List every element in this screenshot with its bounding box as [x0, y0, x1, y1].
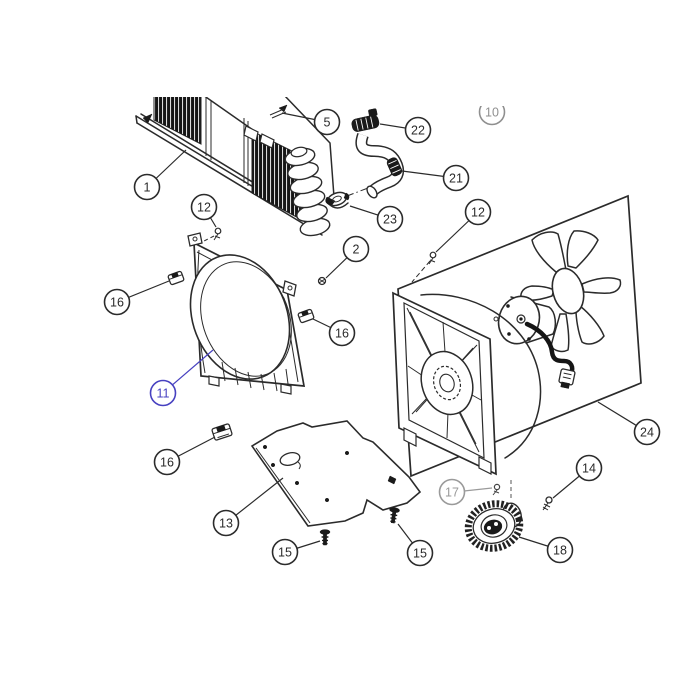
fan-shroud-drawing — [187, 232, 306, 395]
svg-text:15: 15 — [278, 546, 292, 560]
svg-text:12: 12 — [197, 201, 211, 215]
svg-text:1: 1 — [144, 181, 151, 195]
callout-13[interactable]: 13 — [212, 477, 284, 537]
screw-12-right-drawing — [411, 251, 437, 283]
radiator-cap-drawing — [325, 191, 350, 209]
upper-hose-drawing — [346, 108, 405, 199]
callout-1[interactable]: 1 — [133, 149, 187, 201]
svg-text:14: 14 — [582, 462, 596, 476]
callout-12-right[interactable]: 12 — [435, 198, 492, 253]
skid-plate-drawing — [250, 420, 422, 527]
callout-23[interactable]: 23 — [349, 205, 404, 233]
callout-16-left[interactable]: 16 — [103, 280, 170, 316]
svg-text:2: 2 — [353, 243, 360, 257]
callout-21[interactable]: 21 — [401, 164, 470, 192]
mounting-clip-left-drawing — [167, 270, 185, 286]
motor-wire-drawing — [524, 321, 576, 389]
radiator-tank-drawing — [284, 146, 331, 237]
callout-10[interactable]: 10 — [478, 100, 506, 126]
callout-11[interactable]: 11 — [149, 349, 214, 407]
svg-text:23: 23 — [383, 213, 397, 227]
fan-motor-drawing — [493, 295, 557, 345]
svg-text:13: 13 — [219, 517, 233, 531]
screw-12-left-drawing — [201, 227, 222, 243]
callout-15-right[interactable]: 15 — [397, 523, 434, 567]
mounting-clip-right-drawing — [297, 308, 315, 324]
shroud-dome-drawing — [420, 293, 542, 459]
hose-clamp-lower-drawing — [386, 157, 403, 177]
blower-wheel-drawing — [464, 500, 524, 552]
svg-text:16: 16 — [160, 456, 174, 470]
callout-22[interactable]: 22 — [379, 116, 432, 144]
callout-12-left[interactable]: 12 — [190, 193, 218, 228]
callout-16-bottom[interactable]: 16 — [153, 436, 216, 476]
callout-16-right[interactable]: 16 — [312, 318, 356, 347]
svg-text:17: 17 — [445, 486, 459, 500]
fan-blade-drawing — [520, 230, 622, 353]
screw-14-drawing — [542, 496, 553, 511]
svg-text:22: 22 — [411, 124, 425, 138]
callout-24[interactable]: 24 — [597, 401, 661, 446]
callout-2[interactable]: 2 — [325, 235, 370, 279]
svg-text:16: 16 — [335, 327, 349, 341]
svg-text:16: 16 — [110, 296, 124, 310]
svg-text:21: 21 — [449, 172, 463, 186]
callout-18[interactable]: 18 — [518, 536, 574, 564]
push-pin-right-drawing — [389, 507, 400, 524]
push-pin-left-drawing — [319, 529, 331, 546]
svg-text:10: 10 — [485, 106, 499, 120]
callout-17[interactable]: 17 — [438, 478, 493, 506]
radiator-drawing — [135, 97, 335, 237]
svg-text:24: 24 — [640, 426, 654, 440]
svg-text:15: 15 — [413, 547, 427, 561]
callout-5[interactable]: 5 — [281, 108, 341, 136]
svg-text:5: 5 — [324, 116, 331, 130]
svg-text:12: 12 — [471, 206, 485, 220]
nut-2-drawing — [317, 276, 327, 286]
callout-14[interactable]: 14 — [552, 454, 603, 499]
svg-text:11: 11 — [157, 387, 170, 401]
mounting-clip-bottom-drawing — [211, 423, 233, 441]
screw-17-drawing — [492, 480, 512, 499]
fan-frame-drawing — [392, 291, 497, 476]
svg-text:18: 18 — [553, 544, 567, 558]
callout-15-left[interactable]: 15 — [271, 538, 321, 566]
hose-clamp-upper-drawing — [351, 108, 380, 132]
